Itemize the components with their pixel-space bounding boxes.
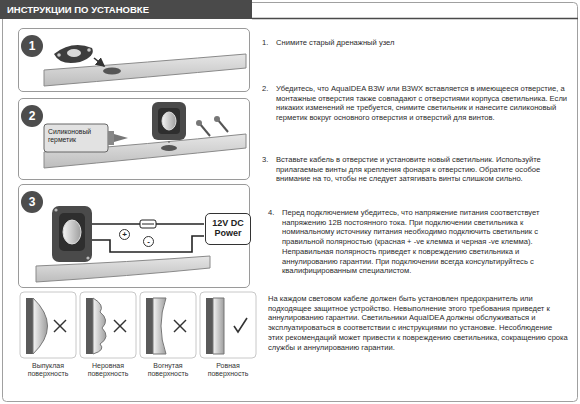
lamp-housing — [169, 141, 170, 146]
instruction-number: 1. — [262, 38, 276, 48]
old-drain-flange — [54, 45, 93, 63]
surface-convex — [20, 292, 76, 358]
power-supply-box: 12V DC Power — [205, 213, 251, 245]
screw — [200, 124, 210, 136]
screw — [196, 116, 228, 136]
instruction-text: Перед подключением убедитесь, что напряж… — [282, 208, 568, 276]
surface-flat — [234, 318, 247, 332]
surface-concave — [174, 320, 186, 332]
sealant-tube — [108, 131, 114, 145]
lamp-housing — [152, 102, 186, 146]
lamp-housing — [63, 220, 81, 244]
page-frame — [3, 3, 578, 402]
direction-arrow — [94, 58, 104, 66]
instruction-text: Снимите старый дренажный узел — [276, 38, 568, 48]
surface-uneven — [114, 320, 126, 332]
surface-flat — [206, 298, 213, 354]
lamp-housing — [52, 206, 92, 262]
step-number: 2 — [21, 105, 43, 127]
lamp-housing — [162, 112, 176, 130]
surface-label: Ровная поверхность — [198, 362, 258, 379]
warning-text: На каждом световом кабеле должен быть ус… — [268, 294, 568, 352]
surface-label: Вогнутая поверхность — [138, 362, 198, 379]
header-band — [252, 18, 578, 20]
surface-flat — [200, 292, 256, 358]
header-band — [0, 0, 252, 19]
sealant-tube — [44, 124, 128, 152]
power-wire — [92, 236, 204, 252]
lamp-housing — [54, 208, 57, 211]
step-number: 3 — [21, 191, 43, 213]
surface-convex — [54, 320, 66, 332]
surface-concave — [153, 298, 166, 354]
lamp-housing — [86, 256, 89, 259]
instruction-text: Вставьте кабель в отверстие и установите… — [276, 155, 568, 184]
power-label: 12V DC Power — [209, 218, 247, 239]
polarity-sign: - — [143, 236, 154, 247]
screw — [218, 120, 228, 132]
surface-concave — [146, 298, 153, 354]
surface-label: Неровная поверхность — [78, 362, 138, 379]
screw — [196, 120, 202, 126]
lamp-housing — [52, 206, 92, 262]
surface-uneven — [80, 292, 136, 358]
instruction-number: 3. — [262, 155, 276, 165]
sealant-tube — [114, 134, 128, 142]
sealant-label: Силиконовый герметик — [48, 128, 106, 144]
lamp-housing — [59, 213, 85, 251]
instruction-number: 2. — [262, 84, 276, 94]
sealant-tube — [44, 124, 108, 152]
old-drain-flange — [57, 53, 61, 57]
page-title: ИНСТРУКЦИИ ПО УСТАНОВКЕ — [7, 4, 149, 15]
surface-concave — [174, 320, 186, 332]
surface-convex — [54, 320, 66, 332]
lamp-housing — [152, 102, 186, 140]
old-drain-flange — [87, 48, 91, 52]
fuse-symbol — [142, 224, 154, 225]
header-band — [0, 0, 578, 19]
surface-convex — [26, 298, 33, 354]
fuse-symbol — [140, 220, 156, 228]
step-number: 1 — [21, 35, 43, 57]
step-panel: 3 12V DC Power — [18, 184, 250, 288]
old-drain-flange — [67, 49, 81, 57]
screw — [214, 116, 220, 122]
instruction-number: 4. — [268, 208, 282, 218]
surface-convex — [20, 292, 76, 358]
polarity-sign: + — [119, 229, 130, 240]
old-drain-flange — [54, 45, 93, 63]
instruction-text: Убедитесь, что AquaIDEA B3W или B3WX вст… — [276, 84, 568, 123]
surface-concave — [140, 292, 196, 358]
surface-flat — [200, 292, 256, 358]
surface-convex — [33, 298, 48, 354]
fuse-symbol — [140, 220, 156, 228]
surface-uneven — [93, 298, 106, 354]
surface-uneven — [86, 298, 93, 354]
surface-uneven — [114, 320, 126, 332]
surface-uneven — [80, 292, 136, 358]
surface-label: Выпуклая поверхность — [18, 362, 78, 379]
step-panel: 1 — [18, 28, 250, 92]
lamp-housing — [158, 108, 180, 134]
hull-plate — [103, 68, 121, 75]
surface-flat — [213, 298, 224, 354]
surface-concave — [140, 292, 196, 358]
